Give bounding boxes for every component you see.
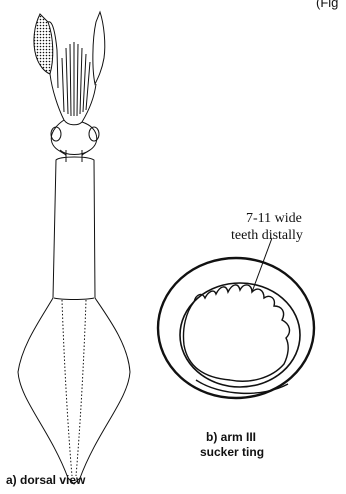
squid-dorsal-drawing: [18, 12, 130, 484]
sucker-outer-rim: [158, 258, 314, 398]
sucker-ring-drawing: [158, 238, 314, 398]
fin-dotted-lines: [62, 300, 86, 476]
annotation-line-2: teeth distally: [231, 228, 303, 244]
caption-b-line-1: b) arm III: [206, 430, 256, 444]
neck: [60, 150, 90, 162]
caption-a: a) dorsal view: [6, 473, 85, 487]
tentacle-club-left: [34, 14, 53, 74]
caption-b-line-2: sucker ting: [200, 445, 264, 459]
annotation-line-1: 7-11 wide: [246, 211, 302, 227]
sucker-inner-rim: [180, 283, 300, 387]
sucker-teeth: [183, 285, 289, 381]
tentacle-club-right: [93, 12, 105, 84]
arm-crown: [50, 74, 96, 122]
eye-right: [89, 127, 99, 141]
mantle: [18, 157, 130, 484]
